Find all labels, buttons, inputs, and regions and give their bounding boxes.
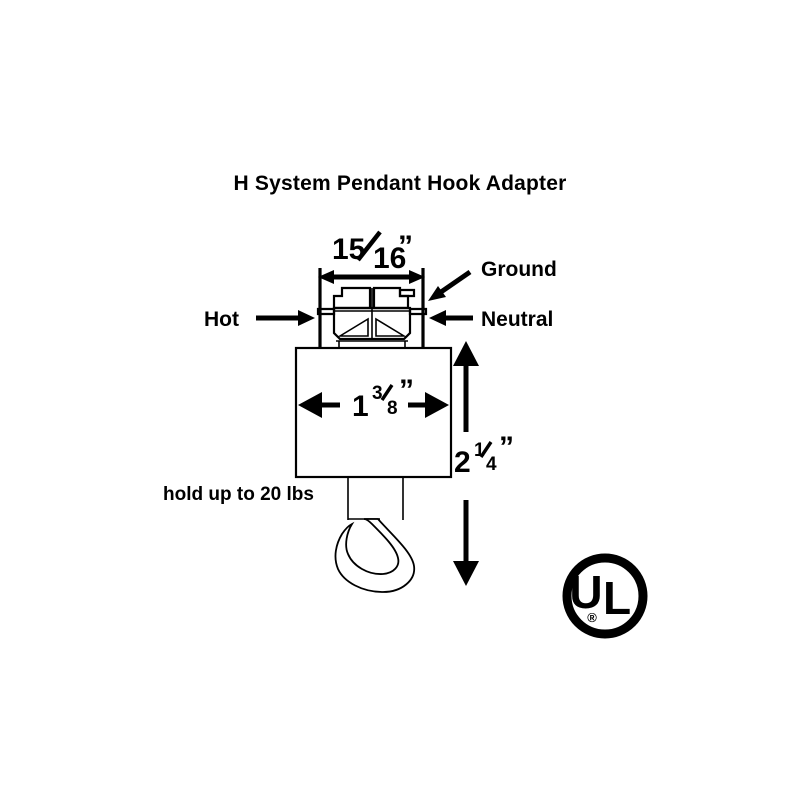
whole-number-1: 1 xyxy=(352,390,369,423)
callout-label-hot: Hot xyxy=(204,308,239,331)
arrow-right-icon xyxy=(409,270,425,284)
hook-shank-neck xyxy=(347,477,404,520)
dimension-label-1-3-8: 1 3 8 ” xyxy=(352,374,414,423)
ul-registered-symbol: ® xyxy=(587,610,597,625)
fraction-denominator-16: 16 xyxy=(373,242,406,275)
unit-inches-top: ” xyxy=(398,230,413,263)
dimension-label-2-1-4: 2 1 4 ” xyxy=(454,431,514,479)
callout-label-neutral: Neutral xyxy=(481,308,553,331)
arrow-down-left-icon xyxy=(428,286,446,301)
whole-number-2: 2 xyxy=(454,446,471,479)
hook-body-outline xyxy=(334,518,415,593)
arrow-left-icon xyxy=(318,270,334,284)
ul-letter-l: L xyxy=(603,572,631,624)
ground-pin-nub xyxy=(398,288,416,298)
dimension-label-15-16: 15 16 ” xyxy=(332,230,413,275)
arrow-right-icon xyxy=(298,310,315,326)
fraction-bar-body xyxy=(380,384,394,401)
hot-blade-tab xyxy=(316,307,336,316)
unit-inches-body: ” xyxy=(399,374,414,407)
dimension-15-16-group: 15 16 ” xyxy=(318,230,425,348)
hook-shape xyxy=(334,518,415,593)
arrow-left-icon xyxy=(429,310,446,326)
adapter-body xyxy=(294,346,453,479)
ul-letter-u: U xyxy=(569,566,602,618)
callout-ground: Ground xyxy=(428,258,557,301)
arrow-right-icon xyxy=(425,392,449,418)
dimension-1-3-8-group: 1 3 8 ” xyxy=(298,374,449,423)
callout-label-ground: Ground xyxy=(481,258,557,281)
fraction-numerator-15: 15 xyxy=(332,233,365,266)
fraction-denominator-4: 4 xyxy=(486,454,497,475)
ul-certification-icon: U L ® xyxy=(562,553,648,639)
contact-blade-right xyxy=(375,317,407,337)
callout-neutral: Neutral xyxy=(429,308,553,331)
fraction-denominator-8: 8 xyxy=(387,398,398,419)
fraction-numerator-1: 1 xyxy=(474,440,485,461)
ul-outer-ring xyxy=(562,553,648,639)
diagram-title: H System Pendant Hook Adapter xyxy=(234,172,567,195)
connector-step-left xyxy=(332,286,372,310)
arrow-up-icon xyxy=(453,341,479,366)
dimension-2-1-4-group: 2 1 4 ” xyxy=(453,341,514,586)
contact-blade-left xyxy=(337,317,369,337)
arrow-down-icon xyxy=(453,561,479,586)
callout-leader-ground xyxy=(439,269,472,295)
connector-head xyxy=(316,286,428,348)
fraction-bar-top xyxy=(356,230,382,262)
arrow-left-icon xyxy=(298,392,322,418)
fraction-numerator-3: 3 xyxy=(372,383,383,404)
fraction-bar-height xyxy=(479,441,493,458)
unit-inches-height: ” xyxy=(499,431,514,464)
neutral-blade-tab xyxy=(408,307,428,316)
callout-hot: Hot xyxy=(204,308,315,331)
capacity-note: hold up to 20 lbs xyxy=(163,484,314,505)
